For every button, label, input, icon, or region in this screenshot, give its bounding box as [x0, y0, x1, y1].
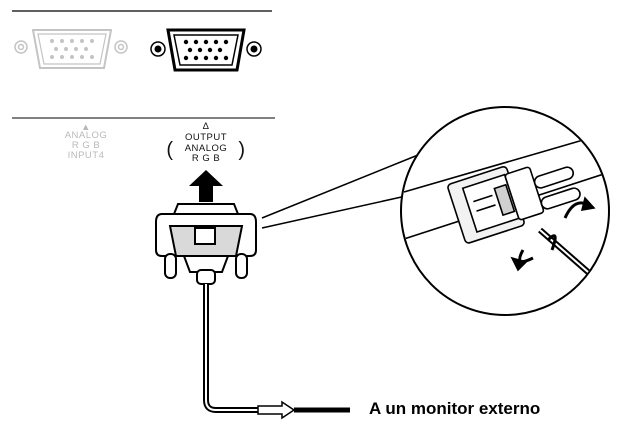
output-paren-open: ( [166, 139, 174, 161]
output-label-output: OUTPUT [184, 132, 228, 143]
cable-highlight [205, 284, 262, 411]
output-port [150, 28, 262, 72]
input4-label-analog: ANALOG [64, 130, 108, 141]
cable-arrow-icon [257, 400, 296, 420]
callout-line-top [261, 154, 419, 219]
output-label-rgb: R G B [191, 153, 221, 164]
input4-port [14, 29, 128, 69]
magnified-view [400, 106, 610, 316]
output-label-analog: ANALOG [184, 143, 228, 154]
cable [203, 284, 262, 413]
vga-plug [155, 203, 257, 285]
up-arrow-icon [189, 170, 223, 202]
caption-external-monitor: A un monitor externo [369, 399, 541, 418]
input4-label-rgb: R G B [71, 140, 101, 151]
callout-line-bottom [261, 195, 407, 229]
input4-triangle: ▲ [81, 122, 91, 133]
input4-label-input4: INPUT4 [67, 150, 105, 161]
output-triangle: Δ [202, 121, 210, 132]
output-paren-close: ) [238, 139, 246, 161]
